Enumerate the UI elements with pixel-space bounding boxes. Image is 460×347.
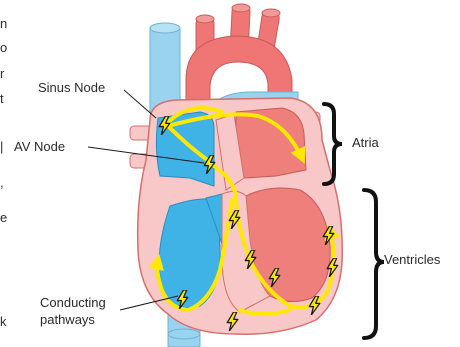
edge-fragment: o: [0, 40, 7, 55]
edge-fragment: ,: [0, 175, 4, 190]
edge-fragment: r: [0, 66, 5, 81]
conducting-label-line1: Conducting: [40, 295, 106, 310]
edge-fragment: e: [0, 210, 7, 225]
ventricles-brace: [364, 190, 384, 338]
edge-fragment: t: [0, 91, 4, 106]
edge-fragment: n: [0, 16, 7, 31]
left-edge-text: n o r t | , e k: [0, 16, 7, 329]
ventricles-label: Ventricles: [384, 252, 441, 267]
av-node-label: AV Node: [14, 139, 65, 154]
edge-fragment: |: [0, 139, 3, 154]
sinus-node-label: Sinus Node: [38, 80, 105, 95]
atria-label: Atria: [352, 135, 380, 150]
conducting-label-line2: pathways: [40, 312, 95, 327]
edge-fragment: k: [0, 314, 7, 329]
